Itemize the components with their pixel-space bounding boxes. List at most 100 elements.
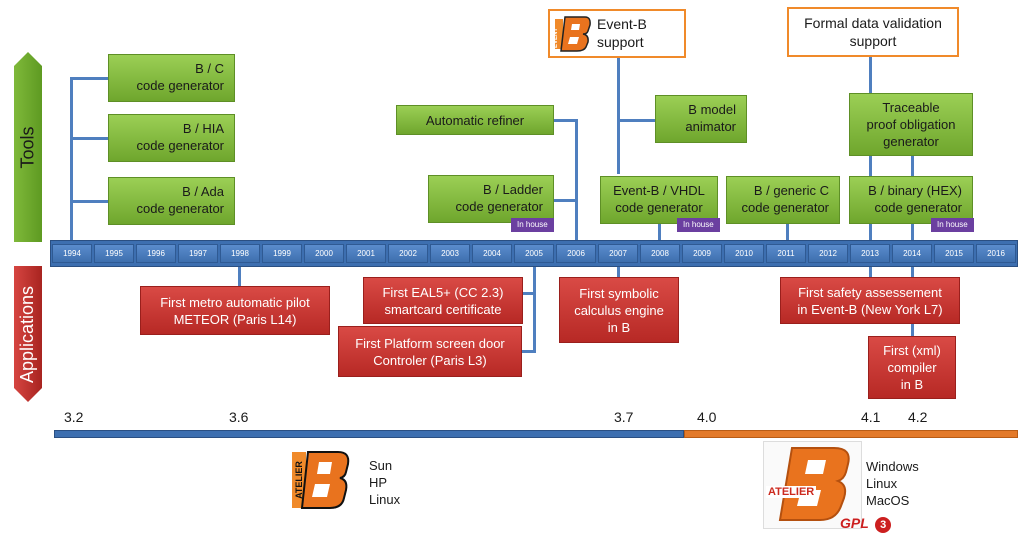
platforms-new: Windows Linux MacOS [866, 458, 919, 509]
app-safety-assessment: First safety assessement in Event-B (New… [780, 277, 960, 324]
year-2009: 2009 [682, 244, 722, 263]
eventb-support-line2: support [597, 34, 644, 50]
eventb-support-line1: Event-B [597, 16, 647, 32]
atelier-b-logo-old: ATELIER [292, 450, 352, 510]
app-xml-line1: First (xml) [883, 343, 941, 358]
year-1996: 1996 [136, 244, 176, 263]
connector-safety [869, 266, 872, 280]
year-2002: 2002 [388, 244, 428, 263]
platform-new-1: Windows [866, 459, 919, 474]
version-bar-new [684, 430, 1018, 438]
year-2001: 2001 [346, 244, 386, 263]
year-1997: 1997 [178, 244, 218, 263]
formal-line1: Formal data validation [804, 15, 942, 31]
gpl-version: 3 [875, 517, 892, 533]
connector-metro [238, 266, 241, 288]
connector-eal5 [522, 292, 536, 295]
app-metro-pilot: First metro automatic pilot METEOR (Pari… [140, 286, 330, 335]
tool-b-ladder: B / Ladder code generator [428, 175, 554, 223]
connector-bada [70, 200, 110, 203]
applications-label: Applications [15, 266, 41, 402]
formal-line2: support [849, 33, 897, 49]
eventb-logo-text: EVENT [553, 27, 560, 49]
connector-platform [522, 350, 536, 353]
platform-new-3: MacOS [866, 493, 910, 508]
app-metro-line2: METEOR (Paris L14) [173, 311, 297, 327]
eventb-logo-shape [555, 16, 591, 52]
gpl-v3-logo: GPL 3 [840, 515, 894, 537]
connector-2007 [617, 57, 620, 174]
tool-b-ada-line1: B / Ada [182, 184, 224, 199]
year-1999: 1999 [262, 244, 302, 263]
tool-traceable-line2: proof obligation [866, 117, 956, 132]
tool-b-ladder-line1: B / Ladder [483, 182, 543, 197]
app-metro-line1: First metro automatic pilot [160, 294, 310, 310]
year-2005: 2005 [514, 244, 554, 263]
applications-arrow [14, 266, 42, 402]
inhouse-badge-vhdl: In house [677, 218, 720, 232]
year-2006: 2006 [556, 244, 596, 263]
year-2012: 2012 [808, 244, 848, 263]
version-bar-old [54, 430, 684, 438]
atelier-logo-old-text: ATELIER [293, 461, 304, 499]
tool-binary-line2: code generator [874, 200, 962, 215]
app-symbolic-line2: calculus engine [574, 302, 664, 318]
app-symbolic-calculus: First symbolic calculus engine in B [559, 277, 679, 343]
atelier-b-logo-old-shape [292, 451, 350, 509]
year-2013: 2013 [850, 244, 890, 263]
tool-b-c-line1: B / C [195, 61, 224, 76]
year-2016: 2016 [976, 244, 1016, 263]
version-4-1: 4.1 [861, 409, 881, 425]
tool-binary-line1: B / binary (HEX) [868, 183, 962, 198]
connector-ladder [553, 199, 578, 202]
year-2010: 2010 [724, 244, 764, 263]
tool-b-ada: B / Ada code generator [108, 177, 235, 225]
tools-arrow [14, 52, 42, 242]
version-3-2: 3.2 [64, 409, 84, 425]
connector-1994 [70, 77, 73, 241]
tool-b-hia-line1: B / HIA [182, 121, 224, 136]
tool-b-generic-c: B / generic C code generator [726, 176, 840, 224]
connector-2008 [658, 222, 661, 241]
tool-automatic-refiner-label: Automatic refiner [425, 113, 525, 128]
tool-traceable-line3: generator [883, 134, 939, 149]
app-eal5-smartcard: First EAL5+ (CC 2.3) smartcard certifica… [363, 277, 523, 324]
platform-new-2: Linux [866, 476, 898, 491]
year-2008: 2008 [640, 244, 680, 263]
platform-old-3: Linux [369, 492, 401, 507]
gpl-text: GPL [840, 515, 869, 531]
year-2004: 2004 [472, 244, 512, 263]
year-2000: 2000 [304, 244, 344, 263]
connector-2006 [575, 119, 578, 241]
app-platform-line2: Controler (Paris L3) [373, 352, 487, 368]
tool-b-model-animator: B model animator [655, 95, 747, 143]
connector-symbolic [617, 266, 620, 280]
tool-b-binary-hex: B / binary (HEX) code generator [849, 176, 973, 224]
tool-b-ada-line2: code generator [136, 201, 224, 216]
applications-arrow-shape [14, 266, 42, 402]
app-xml-compiler: First (xml) compiler in B [868, 336, 956, 399]
year-2014: 2014 [892, 244, 932, 263]
inhouse-badge-ladder: In house [511, 218, 554, 232]
app-platform-screen-door: First Platform screen door Controler (Pa… [338, 326, 522, 377]
year-1998: 1998 [220, 244, 260, 263]
atelier-b-logo-new: ATELIER [763, 441, 862, 529]
tool-b-c-line2: code generator [136, 78, 224, 93]
tool-traceable-po-generator: Traceable proof obligation generator [849, 93, 973, 156]
tools-label: Tools [15, 52, 41, 242]
tool-vhdl-line2: code generator [615, 200, 703, 215]
tool-b-ladder-line2: code generator [455, 199, 543, 214]
app-safety-line2: in Event-B (New York L7) [797, 301, 943, 317]
year-2003: 2003 [430, 244, 470, 263]
eventb-support-box: EVENT Event-B support [548, 9, 686, 58]
connector-animator [617, 119, 657, 122]
version-3-7: 3.7 [614, 409, 634, 425]
applications-label-text: Applications [17, 285, 38, 383]
inhouse-badge-binary: In house [931, 218, 974, 232]
tool-animator-line2: animator [685, 119, 736, 134]
version-4-2: 4.2 [908, 409, 928, 425]
tool-eventb-vhdl: Event-B / VHDL code generator [600, 176, 718, 224]
year-2011: 2011 [766, 244, 806, 263]
year-2007: 2007 [598, 244, 638, 263]
year-2015: 2015 [934, 244, 974, 263]
